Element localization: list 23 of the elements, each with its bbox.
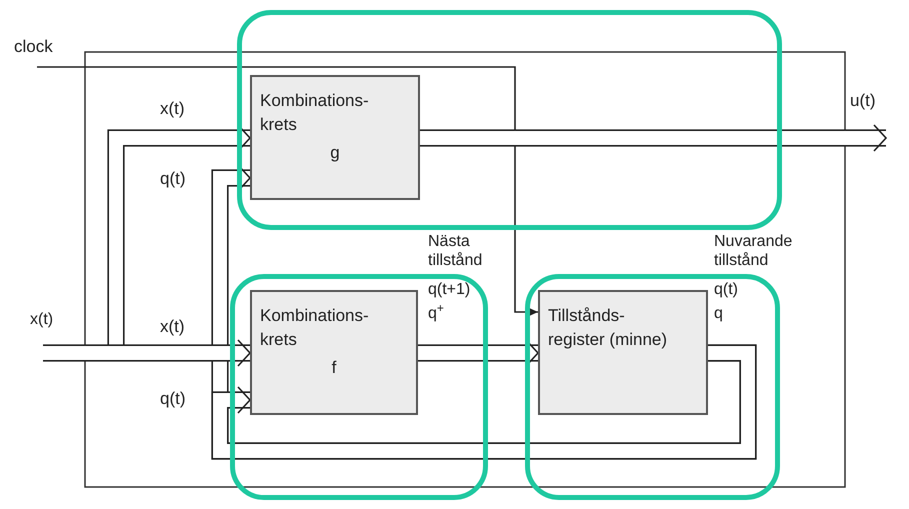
signal-label: q(t): [714, 280, 739, 299]
edge-label: u(t): [850, 90, 876, 112]
edge-label: x(t): [160, 98, 185, 120]
process-box: Kombinations- krets g: [250, 75, 420, 200]
edge-label: q(t): [160, 168, 186, 190]
signal-label: Nästa tillstånd: [428, 232, 484, 270]
signal-label: q(t+1): [428, 280, 472, 299]
signal-label: q: [714, 304, 724, 323]
signal-label: Nuvarande tillstånd: [714, 232, 794, 270]
bus-arrow: [43, 339, 251, 367]
signal-label: x(t): [30, 310, 54, 329]
highlight-box: [525, 274, 780, 500]
highlight-box: [230, 274, 488, 500]
highlight-box: [237, 10, 782, 230]
edge-label: clock: [14, 36, 53, 58]
signal-arrow: [37, 66, 538, 317]
bus-arrow: [420, 124, 887, 152]
signal-label: q$^{+}$: [428, 304, 445, 323]
edge-label: x(t): [160, 316, 185, 338]
bus-arrow: [211, 344, 757, 460]
edge-label: q(t): [160, 388, 186, 410]
process-box: Tillstånds- register (minne): [538, 290, 708, 415]
process-box: Kombinations- krets f: [250, 290, 418, 415]
